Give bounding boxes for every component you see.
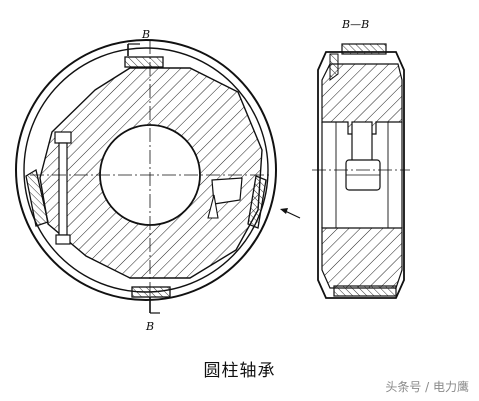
bottom-pad (131, 286, 171, 298)
section-lower-hatch (321, 227, 403, 289)
section-label-bottom: B (145, 320, 154, 333)
view-arrow (280, 208, 301, 219)
right-pad (247, 175, 267, 229)
left-pad (25, 168, 49, 227)
figure-caption: 圆柱轴承 (203, 361, 276, 381)
top-pad (124, 56, 164, 68)
left-bolt (54, 131, 72, 245)
section-label-top: B (141, 28, 150, 41)
section-top-pad (341, 43, 387, 55)
section-view: B—B (312, 18, 410, 299)
watermark: 头条号 / 电力鹰 (385, 380, 469, 394)
right-pin (207, 177, 243, 219)
section-view-title: B—B (341, 18, 369, 31)
section-bolt (351, 121, 373, 163)
section-left-tab (329, 53, 339, 81)
section-upper-hatch (321, 63, 403, 135)
front-view: B B (15, 28, 277, 333)
section-bottom-pad (333, 285, 397, 297)
